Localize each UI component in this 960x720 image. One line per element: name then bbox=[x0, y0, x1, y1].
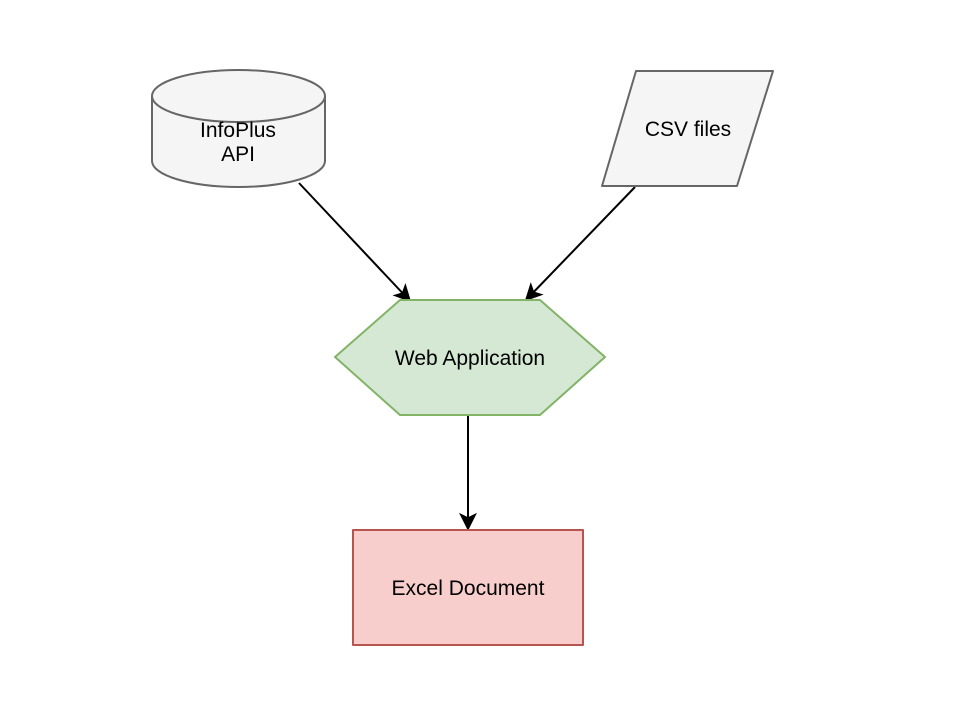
node-label: Web Application bbox=[395, 347, 545, 370]
node-label: Excel Document bbox=[392, 577, 545, 600]
node-label: API bbox=[221, 143, 255, 166]
node-csv-files: CSV files bbox=[601, 70, 774, 187]
hexagon-shape bbox=[334, 299, 606, 416]
node-label: InfoPlus bbox=[200, 119, 276, 142]
node-infoplus-api: InfoPlus API bbox=[151, 69, 326, 188]
edge-infoplus-to-webapp bbox=[298, 182, 412, 303]
edge-csv-to-webapp bbox=[524, 186, 636, 302]
parallelogram-shape bbox=[601, 70, 774, 187]
rectangle-shape bbox=[352, 529, 584, 646]
cylinder-rim bbox=[151, 95, 326, 123]
node-label: CSV files bbox=[645, 118, 731, 141]
node-excel-document: Excel Document bbox=[352, 529, 584, 646]
cylinder-shape bbox=[151, 69, 326, 188]
node-web-application: Web Application bbox=[334, 299, 606, 416]
edges-layer bbox=[298, 182, 636, 531]
